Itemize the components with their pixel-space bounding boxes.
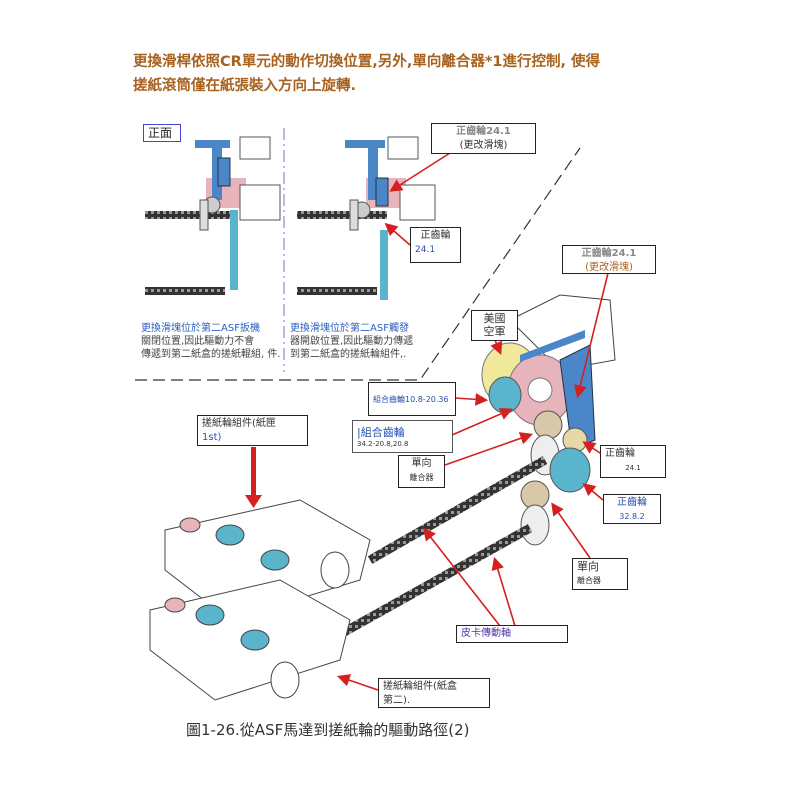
callout-text: 離合器 (577, 576, 601, 585)
pickup-drive-shafts (327, 456, 548, 644)
callout-compound-gear-1: 組合齒輪10.8-20.36 (368, 382, 456, 416)
callout-text: |組合齒輪 (357, 426, 405, 439)
callout-text: 1st) (202, 432, 222, 443)
callout-text: 第二). (383, 695, 411, 706)
front-view-left (145, 136, 281, 295)
right-caption: 更換滑塊位於第二ASF觸發 器開啟位置,因此驅動力傳遞 到第二紙盒的搓紙輪組件,… (290, 322, 413, 361)
right-caption-line1: 器開啟位置,因此驅動力傳遞 (290, 336, 414, 347)
right-caption-line2: 到第二紙盒的搓紙輪組件,. (290, 349, 407, 360)
callout-text: 搓紙輪組件(紙匣 (202, 418, 276, 429)
callout-pickup-2nd: 搓紙輪組件(紙盒 第二). (378, 678, 490, 708)
callout-text: 32.8.2 (619, 512, 645, 521)
left-caption-title: 更換滑塊位於第二ASF扳機 (141, 323, 260, 334)
callout-pickup-shaft: 皮卡傳動軸 (456, 625, 568, 643)
callout-text: 空軍 (483, 325, 506, 338)
left-caption-line2: 傳遞到第二紙盒的搓紙輥組, 件. (141, 349, 281, 360)
callout-spur-32-8: 正齒輪 32.8.2 (603, 494, 661, 524)
callout-text: (更改滑塊) (585, 262, 633, 273)
callout-one-way-clutch-2: 單向 離合器 (572, 558, 628, 590)
callout-text: (更改滑塊) (459, 140, 508, 151)
intro-line-1: 更換滑桿依照CR單元的動作切換位置,另外,單向離合器*1進行控制, 使得 (133, 54, 601, 70)
callout-text: 單向 (411, 458, 432, 469)
front-label: 正面 (143, 124, 181, 142)
callout-text: 離合器 (409, 473, 434, 482)
callout-pickup-1st: 搓紙輪組件(紙匣 1st) (197, 415, 308, 446)
asf-motor-assembly (481, 294, 616, 546)
front-view-right (297, 136, 436, 300)
callout-arrows (336, 152, 609, 691)
callout-motor: 美國 空軍 (471, 310, 518, 341)
callout-text: 正齒輪 (420, 230, 451, 241)
left-caption: 更換滑塊位於第二ASF扳機 關閉位置,因此驅動力不會 傳遞到第二紙盒的搓紙輥組,… (141, 322, 281, 361)
callout-spur-mid: 正齒輪 24.1 (410, 227, 461, 263)
pickup-roller-assemblies (149, 499, 371, 701)
down-arrow-shaft (251, 447, 256, 497)
callout-spur-top: 正齒輪24.1 (更改滑塊) (431, 123, 536, 154)
down-arrow-head (245, 495, 262, 508)
right-caption-title: 更換滑塊位於第二ASF觸發 (290, 323, 409, 334)
callout-text: 美國 (483, 312, 506, 325)
callout-text: 正齒輪 (617, 497, 647, 508)
callout-spur-right: 正齒輪24.1 (更改滑塊) (562, 245, 656, 274)
callout-text: 正齒輪24.1 (456, 126, 511, 137)
callout-text: 34.2-20.8,20.8 (357, 440, 409, 448)
callout-text: 正齒輪24.1 (581, 248, 637, 259)
intro-text: 更換滑桿依照CR單元的動作切換位置,另外,單向離合器*1進行控制, 使得 搓紙滾… (133, 50, 653, 98)
dashed-divider (135, 147, 581, 381)
callout-text: 正齒輪 (605, 448, 635, 459)
callout-text: 24.1 (415, 245, 436, 255)
callout-compound-gear-2: |組合齒輪 34.2-20.8,20.8 (352, 420, 453, 453)
figure-caption: 圖1-26.從ASF馬達到搓紙輪的驅動路徑(2) (186, 721, 470, 739)
callout-text: 24.1 (625, 464, 641, 472)
callout-text: 皮卡傳動軸 (461, 628, 511, 639)
callout-spur-24-1: 正齒輪 24.1 (600, 445, 666, 478)
callout-one-way-clutch-1: 單向 離合器 (398, 455, 445, 488)
callout-text: 搓紙輪組件(紙盒 (383, 681, 457, 692)
intro-line-2: 搓紙滾筒僅在紙張裝入方向上旋轉. (133, 78, 357, 94)
callout-text: 單向 (577, 560, 599, 573)
left-caption-line1: 關閉位置,因此驅動力不會 (141, 336, 255, 347)
callout-text: 組合齒輪10.8-20.36 (373, 395, 449, 404)
